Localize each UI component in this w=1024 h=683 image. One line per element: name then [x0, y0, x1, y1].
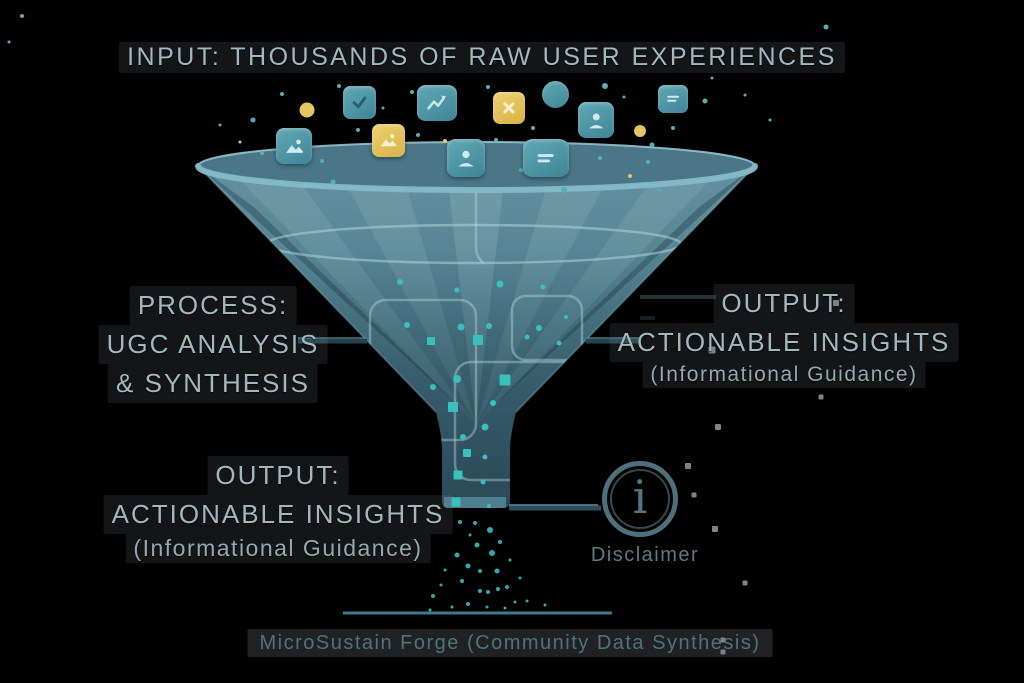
message-lines-icon: [658, 85, 688, 113]
x-icon: [493, 92, 525, 124]
check-icon: [342, 85, 376, 119]
connector-lines: [298, 295, 716, 511]
output-bottom-label: OUTPUT: ACTIONABLE INSIGHTS (Information…: [103, 456, 453, 563]
process-label: PROCESS: UGC ANALYSIS & SYNTHESIS: [98, 286, 328, 403]
image-icon: [276, 128, 312, 164]
output-right-label: OUTPUT: ACTIONABLE INSIGHTS (Information…: [609, 284, 959, 388]
input-title: INPUT: THOUSANDS OF RAW USER EXPERIENCES: [119, 42, 845, 73]
funnel-edges: [197, 165, 756, 413]
funnel-dots: [397, 279, 568, 508]
speech-bubble-icon: [541, 80, 569, 108]
person-icon: [578, 102, 614, 138]
image-icon: [371, 123, 405, 157]
card-lines-icon: [523, 139, 569, 177]
person-icon: [447, 139, 485, 177]
info-icon: i: [602, 461, 678, 537]
chart-icon: [417, 85, 457, 121]
disclaimer-label: Disclaimer: [590, 544, 700, 566]
spray-dots: [428, 520, 547, 612]
funnel-rim-highlight: [195, 163, 758, 193]
caption: MicroSustain Forge (Community Data Synth…: [247, 629, 773, 657]
ambient-dots: [7, 14, 839, 655]
